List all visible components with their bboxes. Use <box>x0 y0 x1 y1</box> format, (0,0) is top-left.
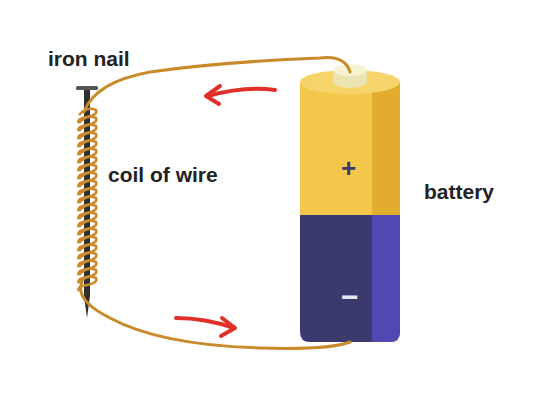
nail-head <box>76 86 98 90</box>
part-label: coil of wire <box>108 164 218 185</box>
battery-upper <box>300 82 400 215</box>
battery-lower <box>300 215 400 342</box>
polarity-sign: − <box>341 282 359 312</box>
bottom-wire <box>81 282 350 348</box>
current-arrows <box>176 86 275 336</box>
part-label: battery <box>424 181 494 202</box>
battery-terminal-base <box>333 76 367 88</box>
battery-upper-shade <box>372 82 400 215</box>
battery-symbol <box>300 64 400 342</box>
polarity-sign: + <box>341 155 356 181</box>
iron-nail <box>76 86 98 318</box>
current-arrow-bottom-head <box>221 318 235 336</box>
current-arrow-top-head <box>206 86 220 104</box>
battery-shade <box>372 215 400 342</box>
current-arrow-top <box>208 89 275 96</box>
part-label: iron nail <box>48 48 130 69</box>
coil-turn <box>78 277 96 291</box>
wire <box>81 58 350 349</box>
coil-windings <box>78 109 96 291</box>
